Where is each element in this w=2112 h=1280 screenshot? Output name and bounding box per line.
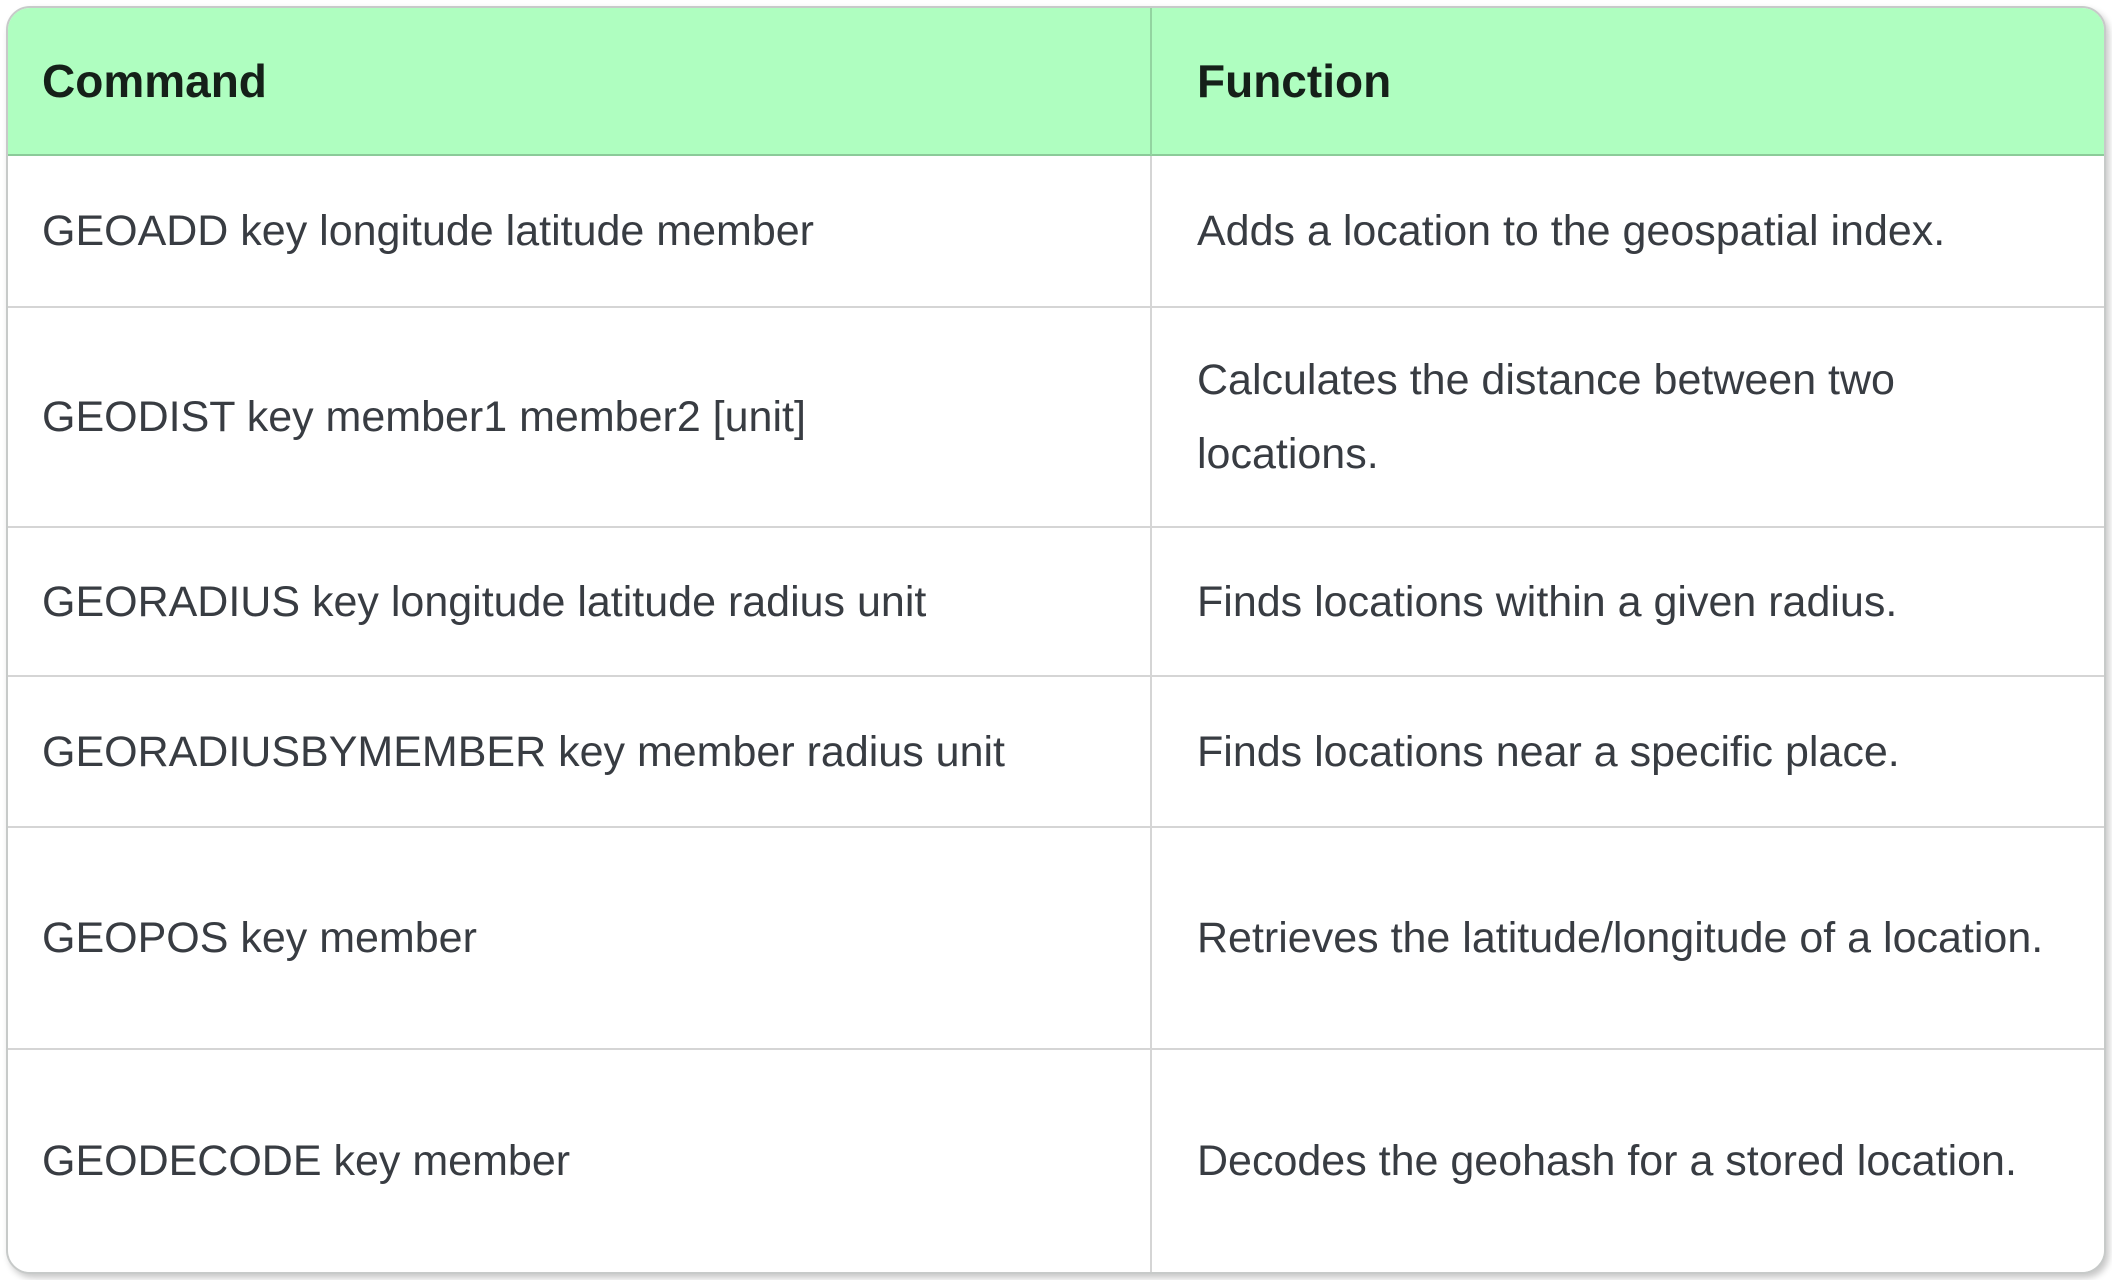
function-cell: Retrieves the latitude/longitude of a lo…: [1152, 826, 2104, 1048]
function-cell: Finds locations near a specific place.: [1152, 675, 2104, 826]
function-cell: Adds a location to the geospatial index.: [1152, 156, 2104, 306]
geo-commands-table: Command Function GEOADD key longitude la…: [8, 8, 2104, 1272]
command-cell: GEODECODE key member: [8, 1048, 1152, 1272]
command-cell: GEORADIUS key longitude latitude radius …: [8, 526, 1152, 675]
table-row: GEODECODE key member Decodes the geohash…: [8, 1048, 2104, 1272]
table-row: GEORADIUS key longitude latitude radius …: [8, 526, 2104, 675]
table-row: GEOADD key longitude latitude member Add…: [8, 156, 2104, 306]
table-header: Command Function: [8, 8, 2104, 156]
geo-commands-table-card: Command Function GEOADD key longitude la…: [6, 6, 2106, 1274]
command-cell: GEOADD key longitude latitude member: [8, 156, 1152, 306]
command-cell: GEOPOS key member: [8, 826, 1152, 1048]
header-row: Command Function: [8, 8, 2104, 156]
table-row: GEODIST key member1 member2 [unit] Calcu…: [8, 306, 2104, 526]
column-header-command: Command: [8, 8, 1152, 156]
function-cell: Calculates the distance between two loca…: [1152, 306, 2104, 526]
table-row: GEOPOS key member Retrieves the latitude…: [8, 826, 2104, 1048]
command-cell: GEORADIUSBYMEMBER key member radius unit: [8, 675, 1152, 826]
command-cell: GEODIST key member1 member2 [unit]: [8, 306, 1152, 526]
function-cell: Finds locations within a given radius.: [1152, 526, 2104, 675]
function-cell: Decodes the geohash for a stored locatio…: [1152, 1048, 2104, 1272]
table-body: GEOADD key longitude latitude member Add…: [8, 156, 2104, 1272]
table-row: GEORADIUSBYMEMBER key member radius unit…: [8, 675, 2104, 826]
column-header-function: Function: [1152, 8, 2104, 156]
